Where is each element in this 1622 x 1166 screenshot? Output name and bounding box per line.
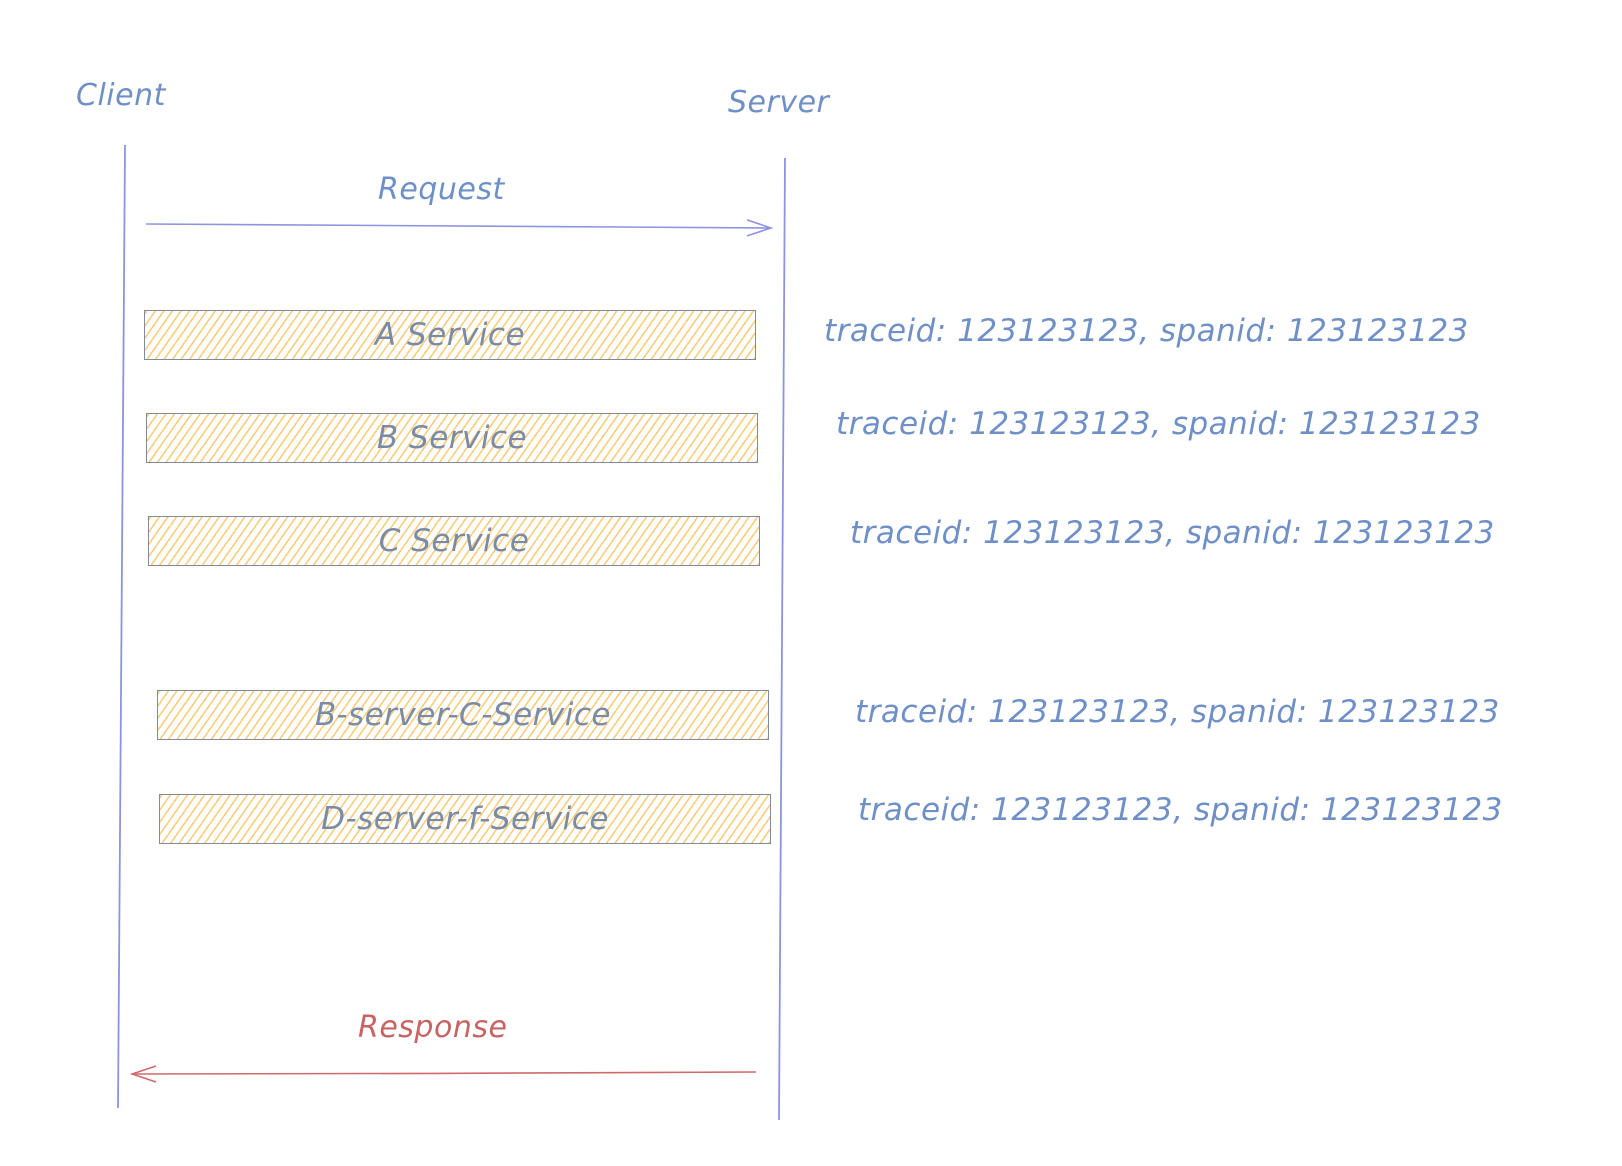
service-box-a: A Service	[144, 310, 756, 360]
service-label: C Service	[378, 523, 530, 559]
response-label: Response	[358, 1010, 508, 1045]
service-box-c: C Service	[148, 516, 760, 566]
service-label: B Service	[376, 420, 528, 456]
trace-annotation-b-server-c: traceid: 123123123, spanid: 123123123	[855, 694, 1500, 730]
trace-annotation-b: traceid: 123123123, spanid: 123123123	[836, 406, 1481, 442]
service-label: A Service	[374, 317, 526, 353]
service-label: D-server-f-Service	[321, 801, 609, 837]
trace-annotation-d-server-f: traceid: 123123123, spanid: 123123123	[858, 792, 1503, 828]
trace-annotation-a: traceid: 123123123, spanid: 123123123	[824, 313, 1469, 349]
client-lifeline	[117, 144, 126, 1109]
service-label: B-server-C-Service	[315, 697, 611, 733]
service-box-b-server-c: B-server-C-Service	[157, 690, 769, 740]
response-arrow	[132, 1072, 757, 1074]
service-box-d-server-f: D-server-f-Service	[159, 794, 771, 844]
request-label: Request	[378, 172, 505, 207]
service-box-b: B Service	[146, 413, 758, 463]
server-lifeline	[778, 157, 786, 1121]
server-label: Server	[728, 85, 830, 120]
client-label: Client	[76, 78, 166, 113]
request-arrow	[145, 224, 771, 228]
trace-annotation-c: traceid: 123123123, spanid: 123123123	[850, 515, 1495, 551]
